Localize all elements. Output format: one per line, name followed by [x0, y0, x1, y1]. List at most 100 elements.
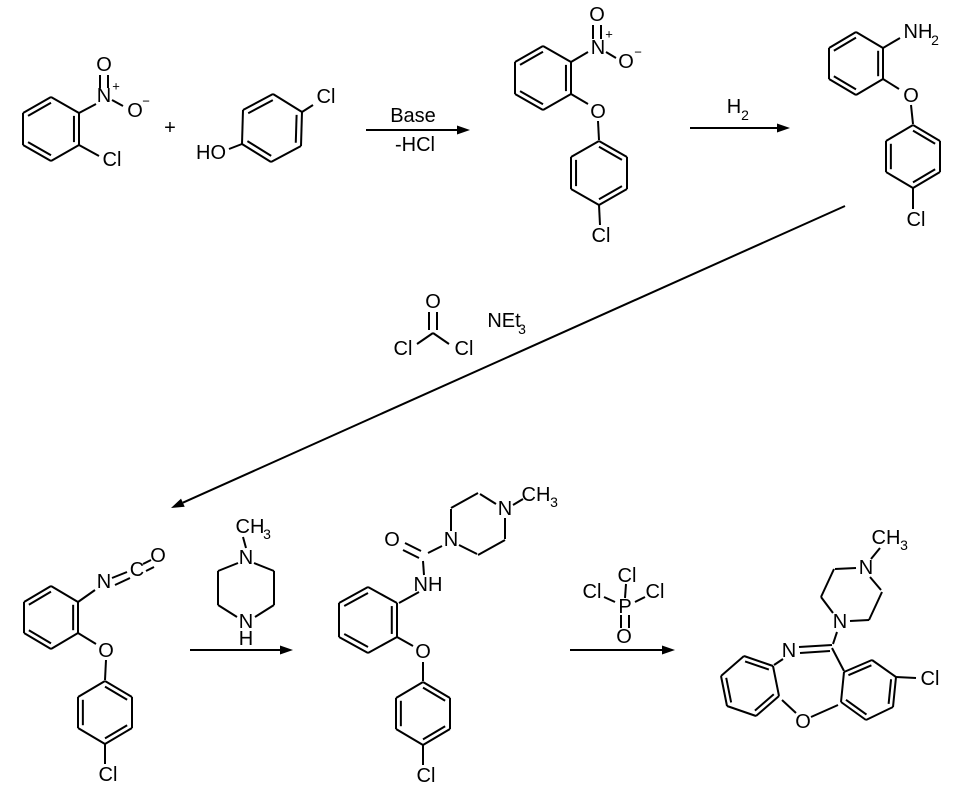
ring-edge — [367, 586, 398, 604]
ring-double-bond — [104, 724, 128, 740]
ring-edge — [840, 671, 845, 703]
reaction-arrow — [182, 205, 846, 504]
atom-p-icon: P — [618, 596, 631, 618]
ring-edge — [865, 706, 894, 721]
charge-minus: − — [142, 94, 150, 109]
atom-o-icon: O — [425, 291, 441, 313]
atom-n-icon: N — [782, 640, 796, 662]
bond — [831, 647, 845, 672]
bond — [781, 699, 797, 714]
atom-nh-icon: NH — [904, 21, 933, 43]
ring-edge — [300, 111, 303, 147]
bond — [820, 568, 835, 598]
bond — [634, 596, 646, 603]
atom-n-icon: N — [239, 611, 253, 633]
ring-edge — [270, 145, 302, 163]
ring-edge — [542, 45, 572, 63]
bond — [77, 589, 96, 603]
atom-cl-icon: Cl — [417, 765, 436, 787]
atom-o-icon: O — [589, 4, 605, 26]
ring-edge — [23, 632, 52, 650]
atom-o-icon: O — [96, 54, 112, 76]
atom-ch-icon: CH — [522, 484, 551, 506]
bond — [427, 545, 443, 554]
ring-edge — [570, 140, 600, 158]
ring-edge — [720, 655, 745, 677]
ring-edge — [422, 728, 451, 746]
bond — [479, 493, 497, 505]
ring-double-bond — [833, 75, 857, 91]
bond — [910, 104, 914, 125]
reaction-arrowhead — [171, 498, 185, 508]
ring-edge — [542, 93, 572, 111]
atom-n-icon: N — [591, 37, 605, 59]
ring-edge — [514, 45, 544, 63]
atom-ho-icon: HO — [196, 142, 226, 164]
ring-double-bond — [754, 693, 775, 712]
ring-edge — [50, 96, 80, 114]
ring-double-bond — [27, 141, 52, 157]
ring-double-bond — [912, 168, 936, 184]
ring-edge — [885, 171, 914, 189]
ring-edge — [570, 188, 600, 206]
ring-double-bond — [848, 664, 872, 677]
ring-double-bond — [247, 99, 274, 115]
ring-edge — [598, 140, 628, 158]
arrow1-label-above: Base — [390, 105, 436, 127]
ring-edge — [241, 143, 272, 163]
ring-double-bond — [343, 592, 369, 607]
ring-edge — [338, 586, 369, 604]
atom-cl-icon: Cl — [646, 581, 665, 603]
atom-o-icon: O — [127, 100, 143, 122]
charge-plus: + — [605, 27, 613, 42]
ring-double-bond — [28, 590, 52, 606]
atom-o-icon: O — [618, 51, 634, 73]
ring-edge — [104, 680, 133, 698]
bond — [416, 332, 434, 345]
atom-c-icon: C — [130, 559, 144, 581]
ring-edge — [720, 675, 728, 707]
reaction-arrowhead — [777, 123, 790, 133]
bond — [882, 37, 901, 49]
bond — [254, 604, 275, 618]
net3-label-sub: 3 — [518, 321, 526, 337]
atom-n-icon: N — [97, 85, 111, 107]
bond — [799, 650, 831, 654]
reaction-arrowhead — [457, 125, 470, 135]
bond — [570, 51, 589, 63]
atom-cl-icon: Cl — [394, 338, 413, 360]
bond — [598, 204, 601, 226]
ring-edge — [892, 676, 897, 708]
bond — [111, 99, 124, 107]
atom-cl-icon: Cl — [921, 668, 940, 690]
ring-double-bond — [519, 90, 544, 106]
ring-edge — [50, 585, 79, 603]
bond — [869, 576, 882, 591]
atom-o-icon: O — [415, 641, 431, 663]
ring-double-bond — [744, 660, 770, 671]
atom-o-icon: O — [384, 529, 400, 551]
ring-edge — [912, 124, 941, 142]
atom-ch-sub: 3 — [263, 526, 271, 542]
atom-cl-icon: Cl — [103, 149, 122, 171]
ring-edge — [743, 655, 774, 667]
atom-cl-icon: Cl — [592, 225, 611, 247]
net3-label: NEt — [487, 310, 521, 332]
atom-o-icon: O — [903, 85, 919, 107]
ring-edge — [726, 705, 757, 717]
ring-edge — [912, 171, 941, 189]
bond — [834, 567, 857, 570]
ring-edge — [338, 636, 369, 654]
bond — [870, 547, 881, 560]
bond — [253, 562, 275, 572]
bond — [228, 143, 243, 150]
plus-sign: + — [164, 117, 176, 139]
ring-edge — [367, 636, 398, 654]
bond — [242, 536, 247, 549]
ring-edge — [242, 93, 274, 111]
atom-cl-icon: Cl — [455, 338, 474, 360]
bond — [458, 544, 478, 555]
bond — [145, 566, 155, 572]
